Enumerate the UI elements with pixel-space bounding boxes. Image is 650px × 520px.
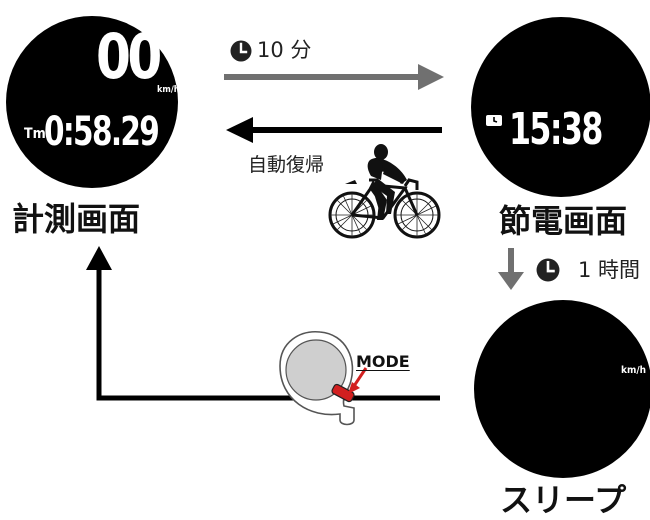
speed-value: 00 bbox=[96, 20, 162, 93]
speed-unit: km/h bbox=[157, 85, 180, 95]
measure-screen-title: 計測画面 bbox=[12, 200, 141, 238]
clock-icon bbox=[536, 258, 560, 282]
to-power-save-label: 10 分 bbox=[257, 38, 312, 62]
sleep-screen bbox=[474, 300, 650, 478]
arrow-to-sleep bbox=[498, 248, 524, 290]
clock-icon bbox=[230, 40, 252, 62]
power-save-screen-title: 節電画面 bbox=[499, 202, 628, 240]
arrow-mode-return bbox=[86, 246, 440, 401]
auto-return-label: 自動復帰 bbox=[248, 154, 325, 176]
to-sleep-label: 1 時間 bbox=[578, 258, 641, 282]
clock-value: 15:38 bbox=[509, 104, 603, 155]
time-value: 0:58.29 bbox=[44, 109, 160, 155]
cyclist-icon bbox=[328, 144, 441, 239]
measure-screen bbox=[6, 16, 178, 188]
arrow-to-power-save bbox=[224, 64, 444, 90]
clock-indicator-icon bbox=[486, 115, 502, 126]
mode-button-label: MODE bbox=[356, 352, 410, 371]
sleep-speed-unit: km/h bbox=[621, 365, 647, 376]
time-prefix: Tm bbox=[24, 126, 46, 142]
sensor-device-icon[interactable] bbox=[270, 328, 370, 428]
arrow-auto-return bbox=[226, 117, 442, 143]
power-save-screen bbox=[471, 17, 650, 197]
sleep-screen-title: スリープ bbox=[500, 481, 627, 519]
